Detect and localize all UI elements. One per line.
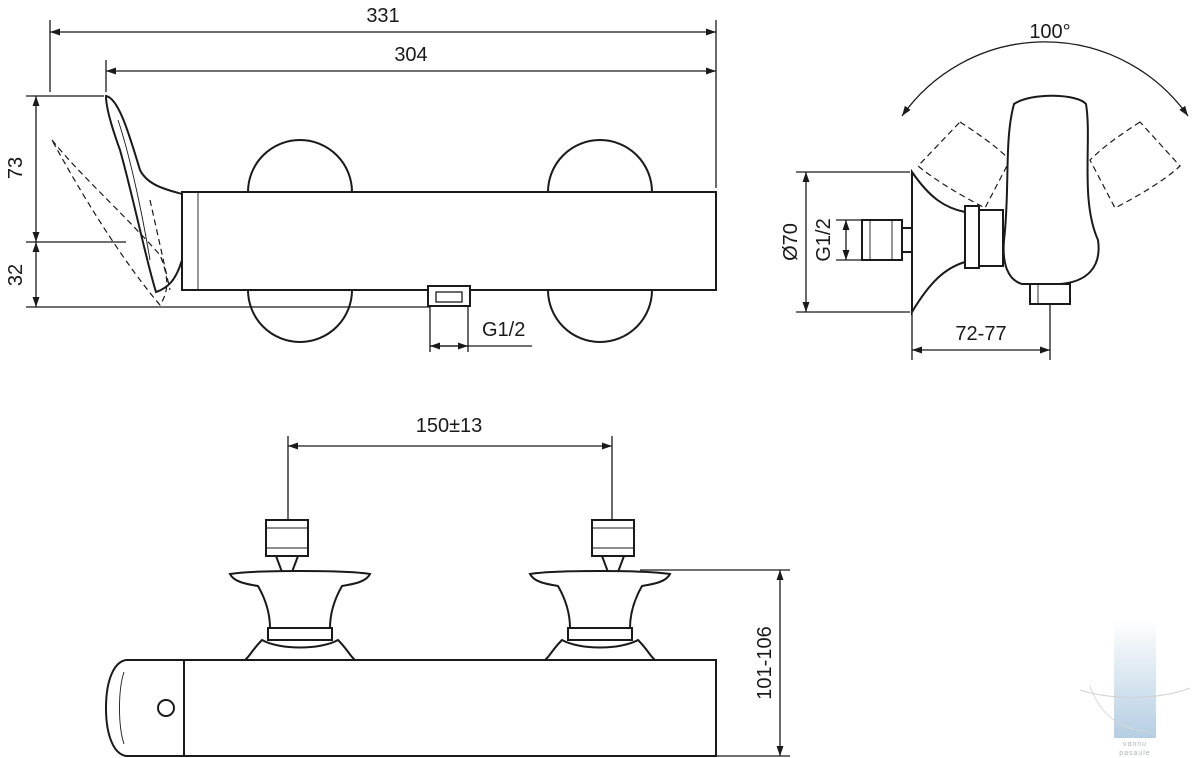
lever-swing-right [1089,121,1181,209]
dim-lever-height: 73 [5,157,27,179]
left-escutcheon [247,139,353,193]
watermark-logo: vannu pasaule [1079,620,1191,757]
top-mixer-body [183,659,717,757]
lever-swing-left [917,121,1011,209]
side-view: 100° Ø70 G1/2 [780,21,1189,360]
dim-flange-diameter: Ø70 [780,223,802,261]
top-lever-cap [104,659,185,757]
dim-wall-projection: 72-77 [955,323,1006,345]
temperature-indicator [157,699,175,717]
watermark-line2: pasaule [1119,750,1151,757]
mixer-body [181,191,717,291]
escutcheon-profile [911,168,966,316]
dim-overall-length: 331 [366,5,399,27]
dim-installed-depth: 101-106 [754,626,776,699]
side-outlet [1029,283,1071,305]
left-connector [228,519,372,661]
dim-swing-angle: 100° [1029,21,1070,43]
lever-alt-position [51,139,168,306]
top-view: 150±13 101-106 [104,415,790,757]
side-lever-handle [1002,94,1100,285]
dim-inlet-thread: G1/2 [813,218,835,261]
dim-inlet-spacing: 150±13 [416,415,483,437]
right-escutcheon [547,139,653,193]
inlet-nipple [861,219,913,261]
dim-outlet-thread: G1/2 [482,319,525,341]
right-connector [528,519,672,661]
dim-body-height: 32 [5,264,27,286]
watermark-line1: vannu [1123,741,1147,748]
front-view: 331 304 73 32 G1/2 [5,5,717,352]
swing-arc [901,41,1189,117]
outlet-nipple [427,285,471,307]
dim-body-length: 304 [394,44,427,66]
lever-handle [104,94,183,294]
